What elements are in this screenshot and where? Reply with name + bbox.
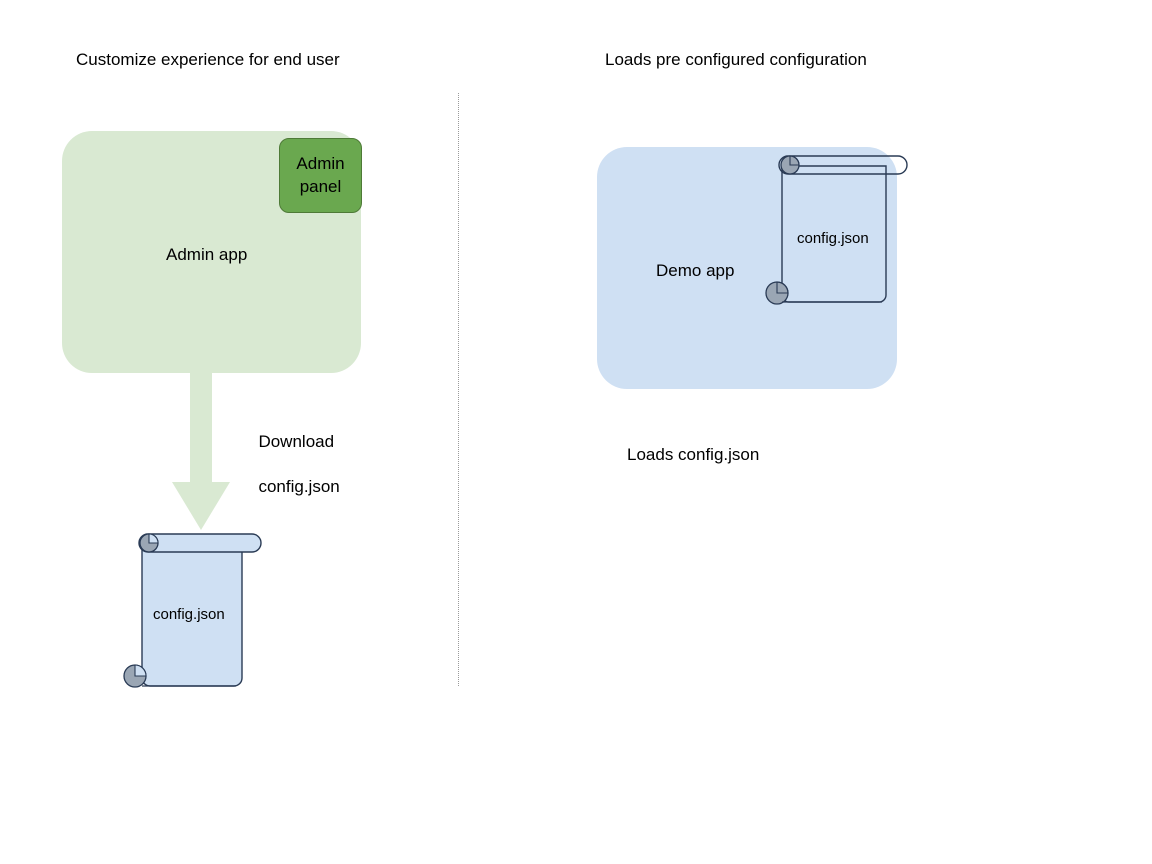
document-top-roll [138, 533, 262, 553]
config-json-label-left: config.json [153, 606, 225, 623]
document-top-roll [778, 155, 908, 175]
config-json-document-left[interactable] [118, 528, 278, 696]
scroll-knob-top-cut [148, 533, 159, 544]
admin-panel-label: Admin panel [296, 153, 344, 198]
config-json-document-right[interactable] [765, 150, 916, 310]
scroll-knob-bottom-cut [776, 281, 789, 294]
left-column-heading: Customize experience for end user [76, 50, 340, 69]
admin-panel-label-line2: panel [299, 176, 342, 196]
download-arrow-label-line2: config.json [258, 477, 340, 497]
download-arrow-label: Download config.json [249, 409, 340, 499]
loads-config-caption: Loads config.json [627, 445, 760, 464]
scroll-knob-bottom-cut [134, 664, 147, 677]
column-divider [458, 93, 459, 686]
config-json-label-right: config.json [797, 230, 869, 247]
demo-app-container[interactable] [597, 147, 897, 389]
admin-panel-box[interactable]: Admin panel [279, 138, 362, 213]
download-arrow-icon [172, 372, 230, 530]
right-column-heading: Loads pre configured configuration [605, 50, 867, 69]
admin-app-label: Admin app [166, 245, 248, 264]
scroll-knob-top-cut [789, 155, 800, 166]
download-arrow-label-line1: Download [258, 432, 335, 452]
demo-app-label: Demo app [656, 261, 735, 280]
admin-panel-label-line1: Admin [296, 153, 345, 173]
